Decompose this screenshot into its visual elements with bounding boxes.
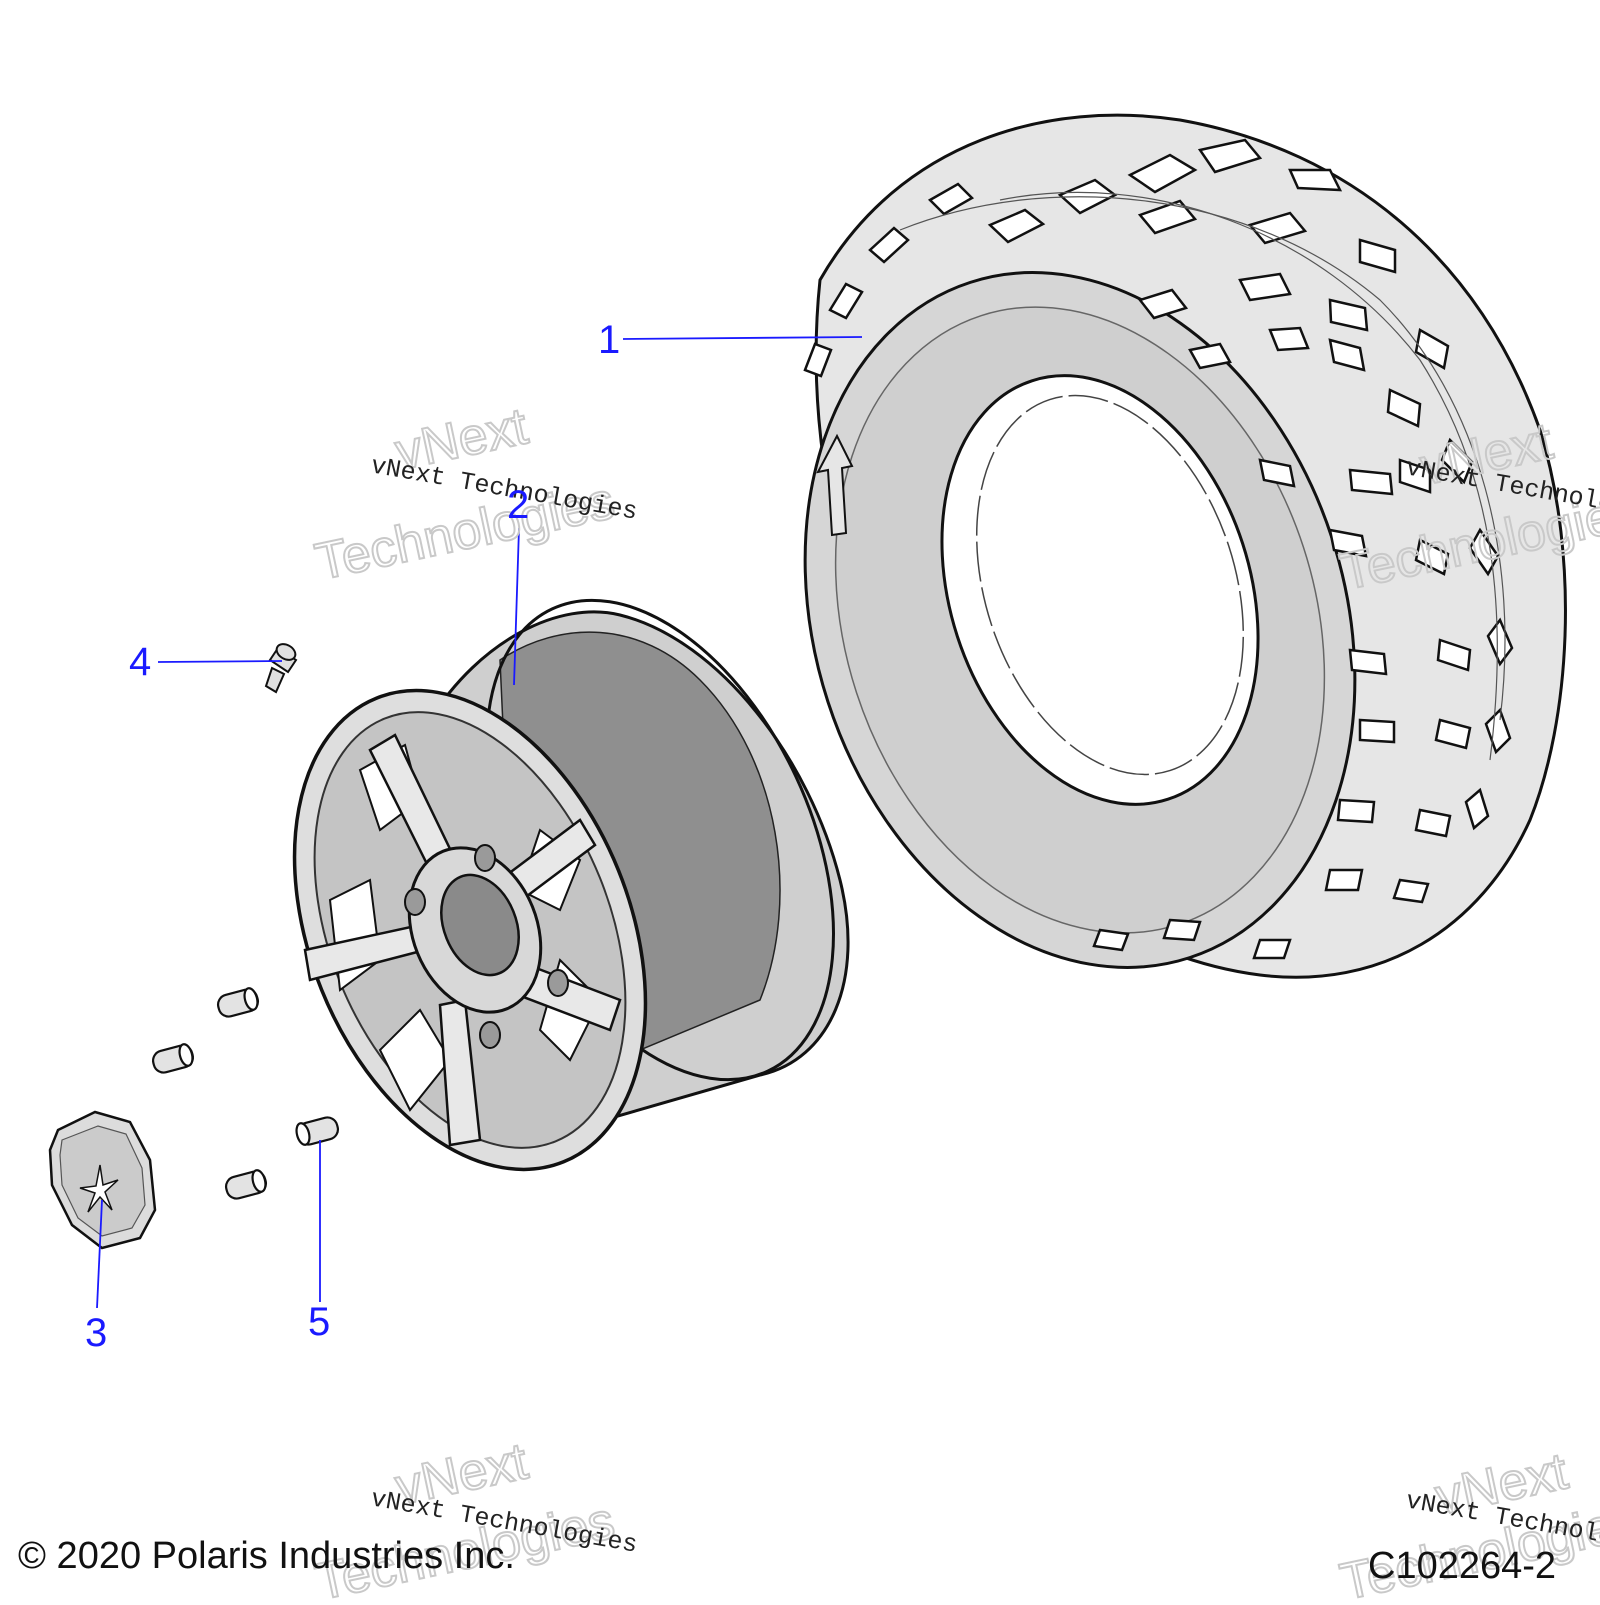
center-cap: [48, 1110, 157, 1250]
callout-5: 5: [308, 1300, 331, 1344]
callout-2: 2: [507, 483, 530, 527]
wheel-rim: [292, 598, 850, 1172]
valve-stem: [264, 643, 298, 694]
copyright-text: © 2020 Polaris Industries Inc.: [18, 1535, 515, 1577]
callout-3: 3: [85, 1311, 108, 1355]
tire: [803, 113, 1567, 979]
callout-4: 4: [129, 640, 152, 684]
callout-1: 1: [598, 318, 621, 362]
leader-lines: [96, 336, 863, 1309]
diagram-code: C102264-2: [1368, 1545, 1557, 1587]
lug-nuts: [151, 987, 340, 1200]
